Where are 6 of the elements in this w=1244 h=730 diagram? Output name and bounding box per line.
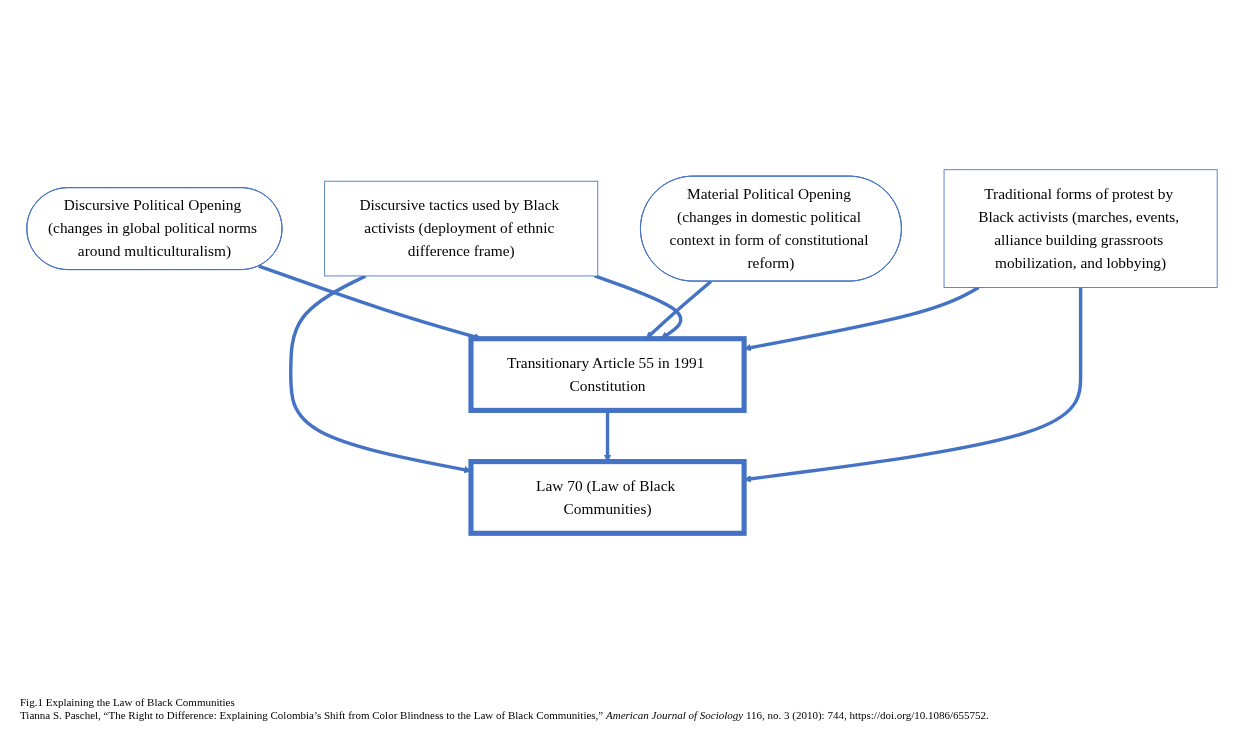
node-box: Law 70 (Law of Black Communities)	[468, 459, 747, 536]
node-box: Traditional forms of protest by Black activists (marches, events, alliance building grassroots mobilization, and lobbying)	[943, 169, 1218, 288]
citation: Tianna S. Paschel, “The Right to Difference: Explaining Colombia’s Shift from Color Blindness to the Law of Black Communities,” American Journal of Sociology 116, no. 3 (2010): 744, https://doi.org/10.1086/655752.	[20, 709, 990, 721]
node-box: Transitionary Article 55 in 1991 Constitution	[468, 336, 747, 413]
node-box: Discursive tactics used by Black activists (deployment of ethnic difference frame)	[324, 180, 599, 277]
figure-caption: Fig.1 Explaining the Law of Black Communities	[20, 696, 236, 708]
